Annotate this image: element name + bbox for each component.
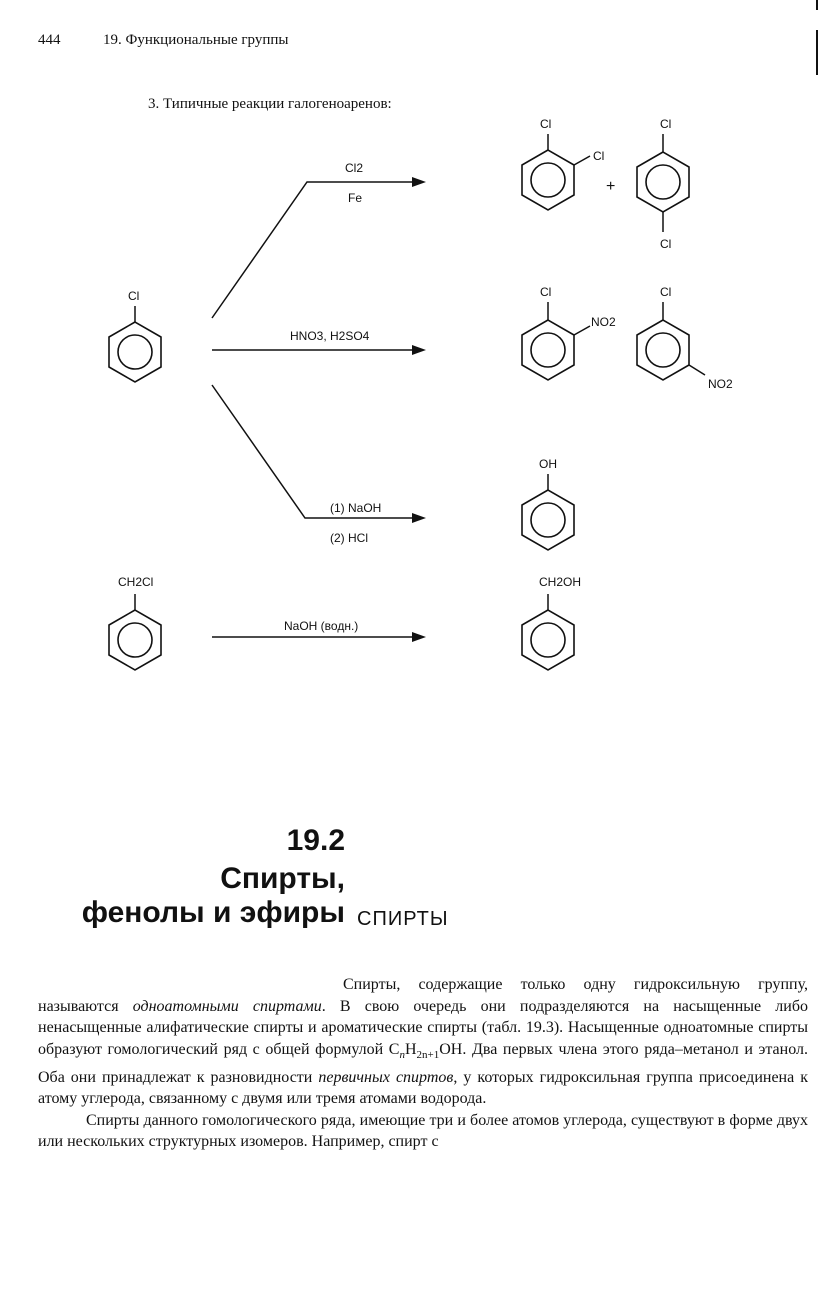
hydrolysis-arrow (211, 384, 420, 519)
benzene-ring (521, 609, 575, 671)
benzene-ring (521, 319, 575, 381)
reagent-cl2: Cl2 (345, 161, 363, 175)
paragraph: Спирты, содержащие только одну гидроксил… (38, 976, 808, 1108)
label-ch2cl: CH2Cl (118, 575, 153, 589)
benzene-ring (521, 149, 575, 211)
benzene-rings (108, 149, 690, 671)
reagent-hcl: (2) HCl (330, 531, 368, 545)
aromatic-circle (530, 162, 566, 198)
reagent-naoh: (1) NaOH (330, 501, 381, 515)
aromatic-circle (117, 334, 153, 370)
section-title-line1: Спирты, (220, 862, 345, 895)
aromatic-circle (645, 164, 681, 200)
benzene-ring (636, 151, 690, 213)
label-oh: OH (539, 457, 557, 471)
reagent-fe: Fe (348, 191, 362, 205)
body-text: Спирты, содержащие только одну гидроксил… (38, 974, 808, 1153)
subheading: СПИРТЫ (357, 908, 449, 930)
benzene-ring (108, 609, 162, 671)
benzene-ring (108, 321, 162, 383)
label-no2: NO2 (708, 377, 733, 391)
chlorination-arrow (211, 181, 420, 319)
scan-edge-mark (816, 30, 818, 75)
label-no2: NO2 (591, 315, 616, 329)
paragraph: Спирты данного гомологического ряда, име… (38, 1111, 808, 1151)
subsection-heading: 3. Типичные реакции галогеноаренов: (148, 96, 392, 112)
reaction-lines (134, 134, 706, 638)
running-header: 19. Функциональные группы (103, 32, 289, 48)
scan-edge-mark-top (816, 0, 818, 10)
aromatic-circle (645, 332, 681, 368)
label-ch2oh: CH2OH (539, 575, 581, 589)
section-title-line2: фенолы и эфиры (81, 896, 345, 929)
label-cl: Cl (540, 117, 551, 131)
aromatic-circle (530, 502, 566, 538)
label-cl: Cl (660, 117, 671, 131)
plus-sign: + (606, 178, 615, 195)
label-cl: Cl (660, 285, 671, 299)
label-cl: Cl (540, 285, 551, 299)
reagent-nitration: HNO3, H2SO4 (290, 329, 370, 343)
aromatic-circle (530, 332, 566, 368)
benzene-ring (521, 489, 575, 551)
section-number: 19.2 (286, 824, 345, 857)
label-cl: Cl (128, 289, 139, 303)
label-cl: Cl (660, 237, 671, 251)
aromatic-circle (117, 622, 153, 658)
reagent-naoh-aq: NaOH (водн.) (284, 619, 358, 633)
page-number: 444 (38, 32, 61, 48)
benzene-ring (636, 319, 690, 381)
label-cl: Cl (593, 149, 604, 163)
reaction-scheme: Cl2 Fe HNO3, H2SO4 (1) NaOH (2) HCl NaOH… (108, 117, 733, 671)
aromatic-circle (530, 622, 566, 658)
